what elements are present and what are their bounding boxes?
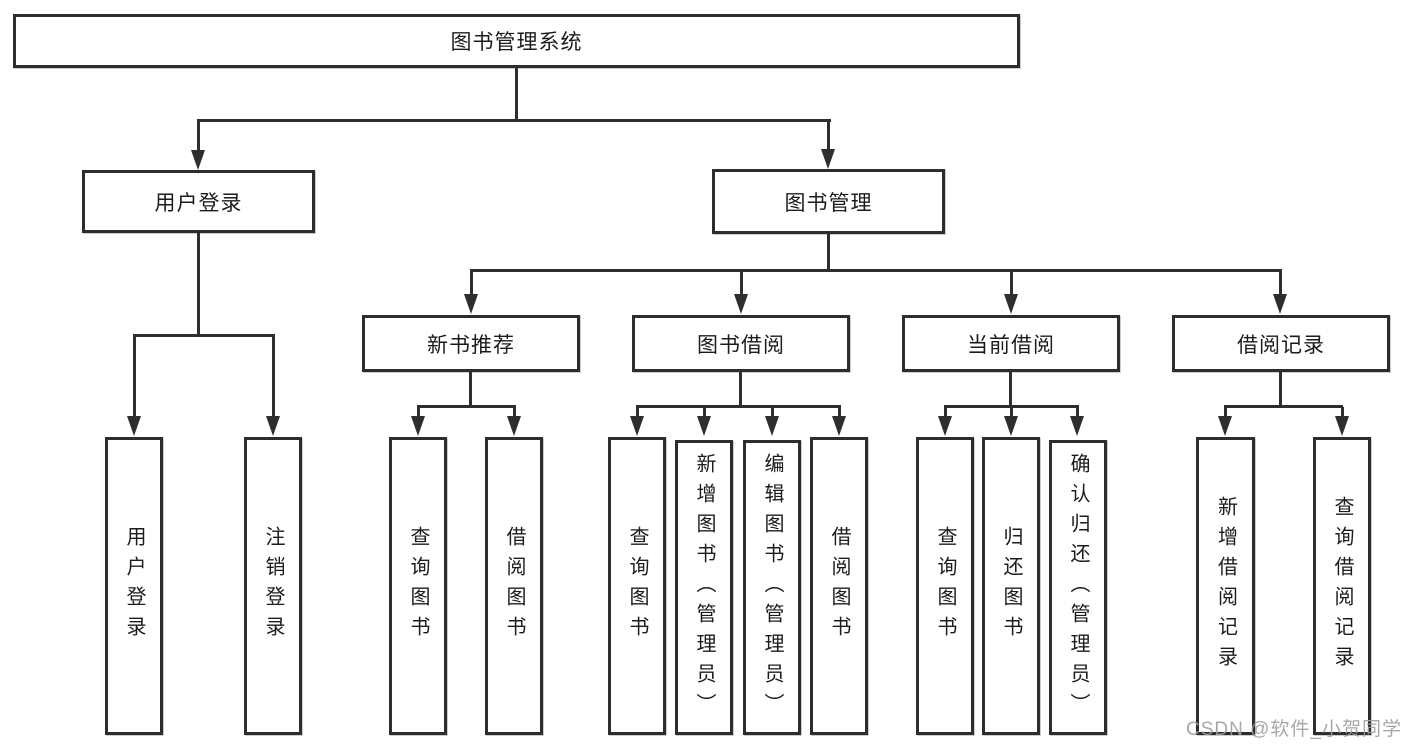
leaf-user-login: 用户登录 [105,437,163,735]
connector-vline [1341,407,1344,417]
arrow-down [765,416,779,436]
arrow-down [127,416,141,436]
connector-vline [703,407,706,417]
leaf-edit-book-admin-label: 编辑图书（管理员） [761,452,783,723]
node-user-login-label: 用户登录 [154,191,243,215]
leaf-logout-label: 注销登录 [262,526,284,646]
node-book-management-label: 图书管理 [784,191,873,215]
arrow-down [697,416,711,436]
connector-vline [838,407,841,417]
leaf-query-books-recommend: 查询图书 [389,437,447,735]
arrow-down [464,294,478,314]
connector-vline [1010,407,1013,417]
connector-vline [827,121,830,150]
connector-vline [739,372,742,407]
arrow-down [1004,294,1018,314]
connector-vline [827,234,830,271]
leaf-add-borrow-record: 新增借阅记录 [1196,437,1255,735]
arrow-down [734,294,748,314]
leaf-query-books-borrow-label: 查询图书 [626,526,648,646]
leaf-return-book: 归还图书 [982,437,1040,735]
arrow-down [832,416,846,436]
leaf-query-books-current-label: 查询图书 [934,526,956,646]
arrow-down [1273,294,1287,314]
leaf-confirm-return-admin-label: 确认归还（管理员） [1067,452,1089,723]
connector-hline [470,269,1282,272]
leaf-user-login-label: 用户登录 [123,526,145,646]
connector-vline [197,121,200,151]
connector-vline [1224,407,1227,417]
connector-vline [197,233,200,336]
connector-hline [1224,405,1343,408]
node-book-borrow-label: 图书借阅 [697,333,785,357]
connector-hline [417,405,516,408]
connector-vline [1279,372,1282,407]
node-library-system: 图书管理系统 [13,14,1020,68]
arrow-down [507,416,521,436]
connector-vline [133,336,136,417]
node-current-borrow-label: 当前借阅 [967,333,1055,357]
connector-vline [636,407,639,417]
connector-vline [1010,271,1013,295]
connector-vline [272,336,275,417]
node-new-book-recommend: 新书推荐 [362,315,580,372]
leaf-borrow-books-recommend: 借阅图书 [485,437,543,735]
node-book-management: 图书管理 [712,169,945,234]
arrow-down [191,150,205,170]
connector-hline [944,405,1079,408]
connector-vline [944,407,947,417]
arrow-down [1070,416,1084,436]
leaf-query-borrow-record-label: 查询借阅记录 [1331,496,1353,676]
leaf-query-books-recommend-label: 查询图书 [407,526,429,646]
leaf-add-book-admin: 新增图书（管理员） [675,440,733,735]
node-book-borrow: 图书借阅 [632,315,850,372]
leaf-borrow-books-recommend-label: 借阅图书 [503,526,525,646]
arrow-down [1004,416,1018,436]
leaf-confirm-return-admin: 确认归还（管理员） [1049,440,1107,735]
connector-vline [515,68,518,121]
arrow-down [630,416,644,436]
connector-vline [1076,407,1079,417]
connector-vline [1009,372,1012,407]
leaf-edit-book-admin: 编辑图书（管理员） [743,440,801,735]
connector-vline [470,271,473,295]
arrow-down [1335,416,1349,436]
connector-vline [771,407,774,417]
node-borrow-records: 借阅记录 [1172,315,1390,372]
connector-hline [133,334,275,337]
leaf-add-book-admin-label: 新增图书（管理员） [693,452,715,723]
leaf-logout: 注销登录 [244,437,302,735]
leaf-add-borrow-record-label: 新增借阅记录 [1214,496,1237,676]
connector-vline [513,407,516,417]
leaf-query-books-current: 查询图书 [916,437,974,735]
connector-vline [740,271,743,295]
arrow-down [1218,416,1232,436]
node-borrow-records-label: 借阅记录 [1237,333,1325,357]
connector-vline [1279,271,1282,295]
node-user-login: 用户登录 [82,170,315,233]
connector-hline [197,119,831,122]
node-library-system-label: 图书管理系统 [450,31,583,54]
connector-hline [636,405,841,408]
node-current-borrow: 当前借阅 [902,315,1120,372]
leaf-borrow-books-label: 借阅图书 [828,526,850,646]
connector-vline [417,407,420,417]
arrow-down [938,416,952,436]
leaf-query-books-borrow: 查询图书 [608,437,666,735]
leaf-query-borrow-record: 查询借阅记录 [1313,437,1371,735]
arrow-down [266,416,280,436]
node-new-book-recommend-label: 新书推荐 [427,333,515,357]
csdn-watermark: CSDN @软件_小贺同学 [1186,719,1402,740]
leaf-borrow-books: 借阅图书 [810,437,868,735]
arrow-down [411,416,425,436]
leaf-return-book-label: 归还图书 [1000,526,1022,646]
connector-vline [469,372,472,407]
arrow-down [821,149,835,169]
